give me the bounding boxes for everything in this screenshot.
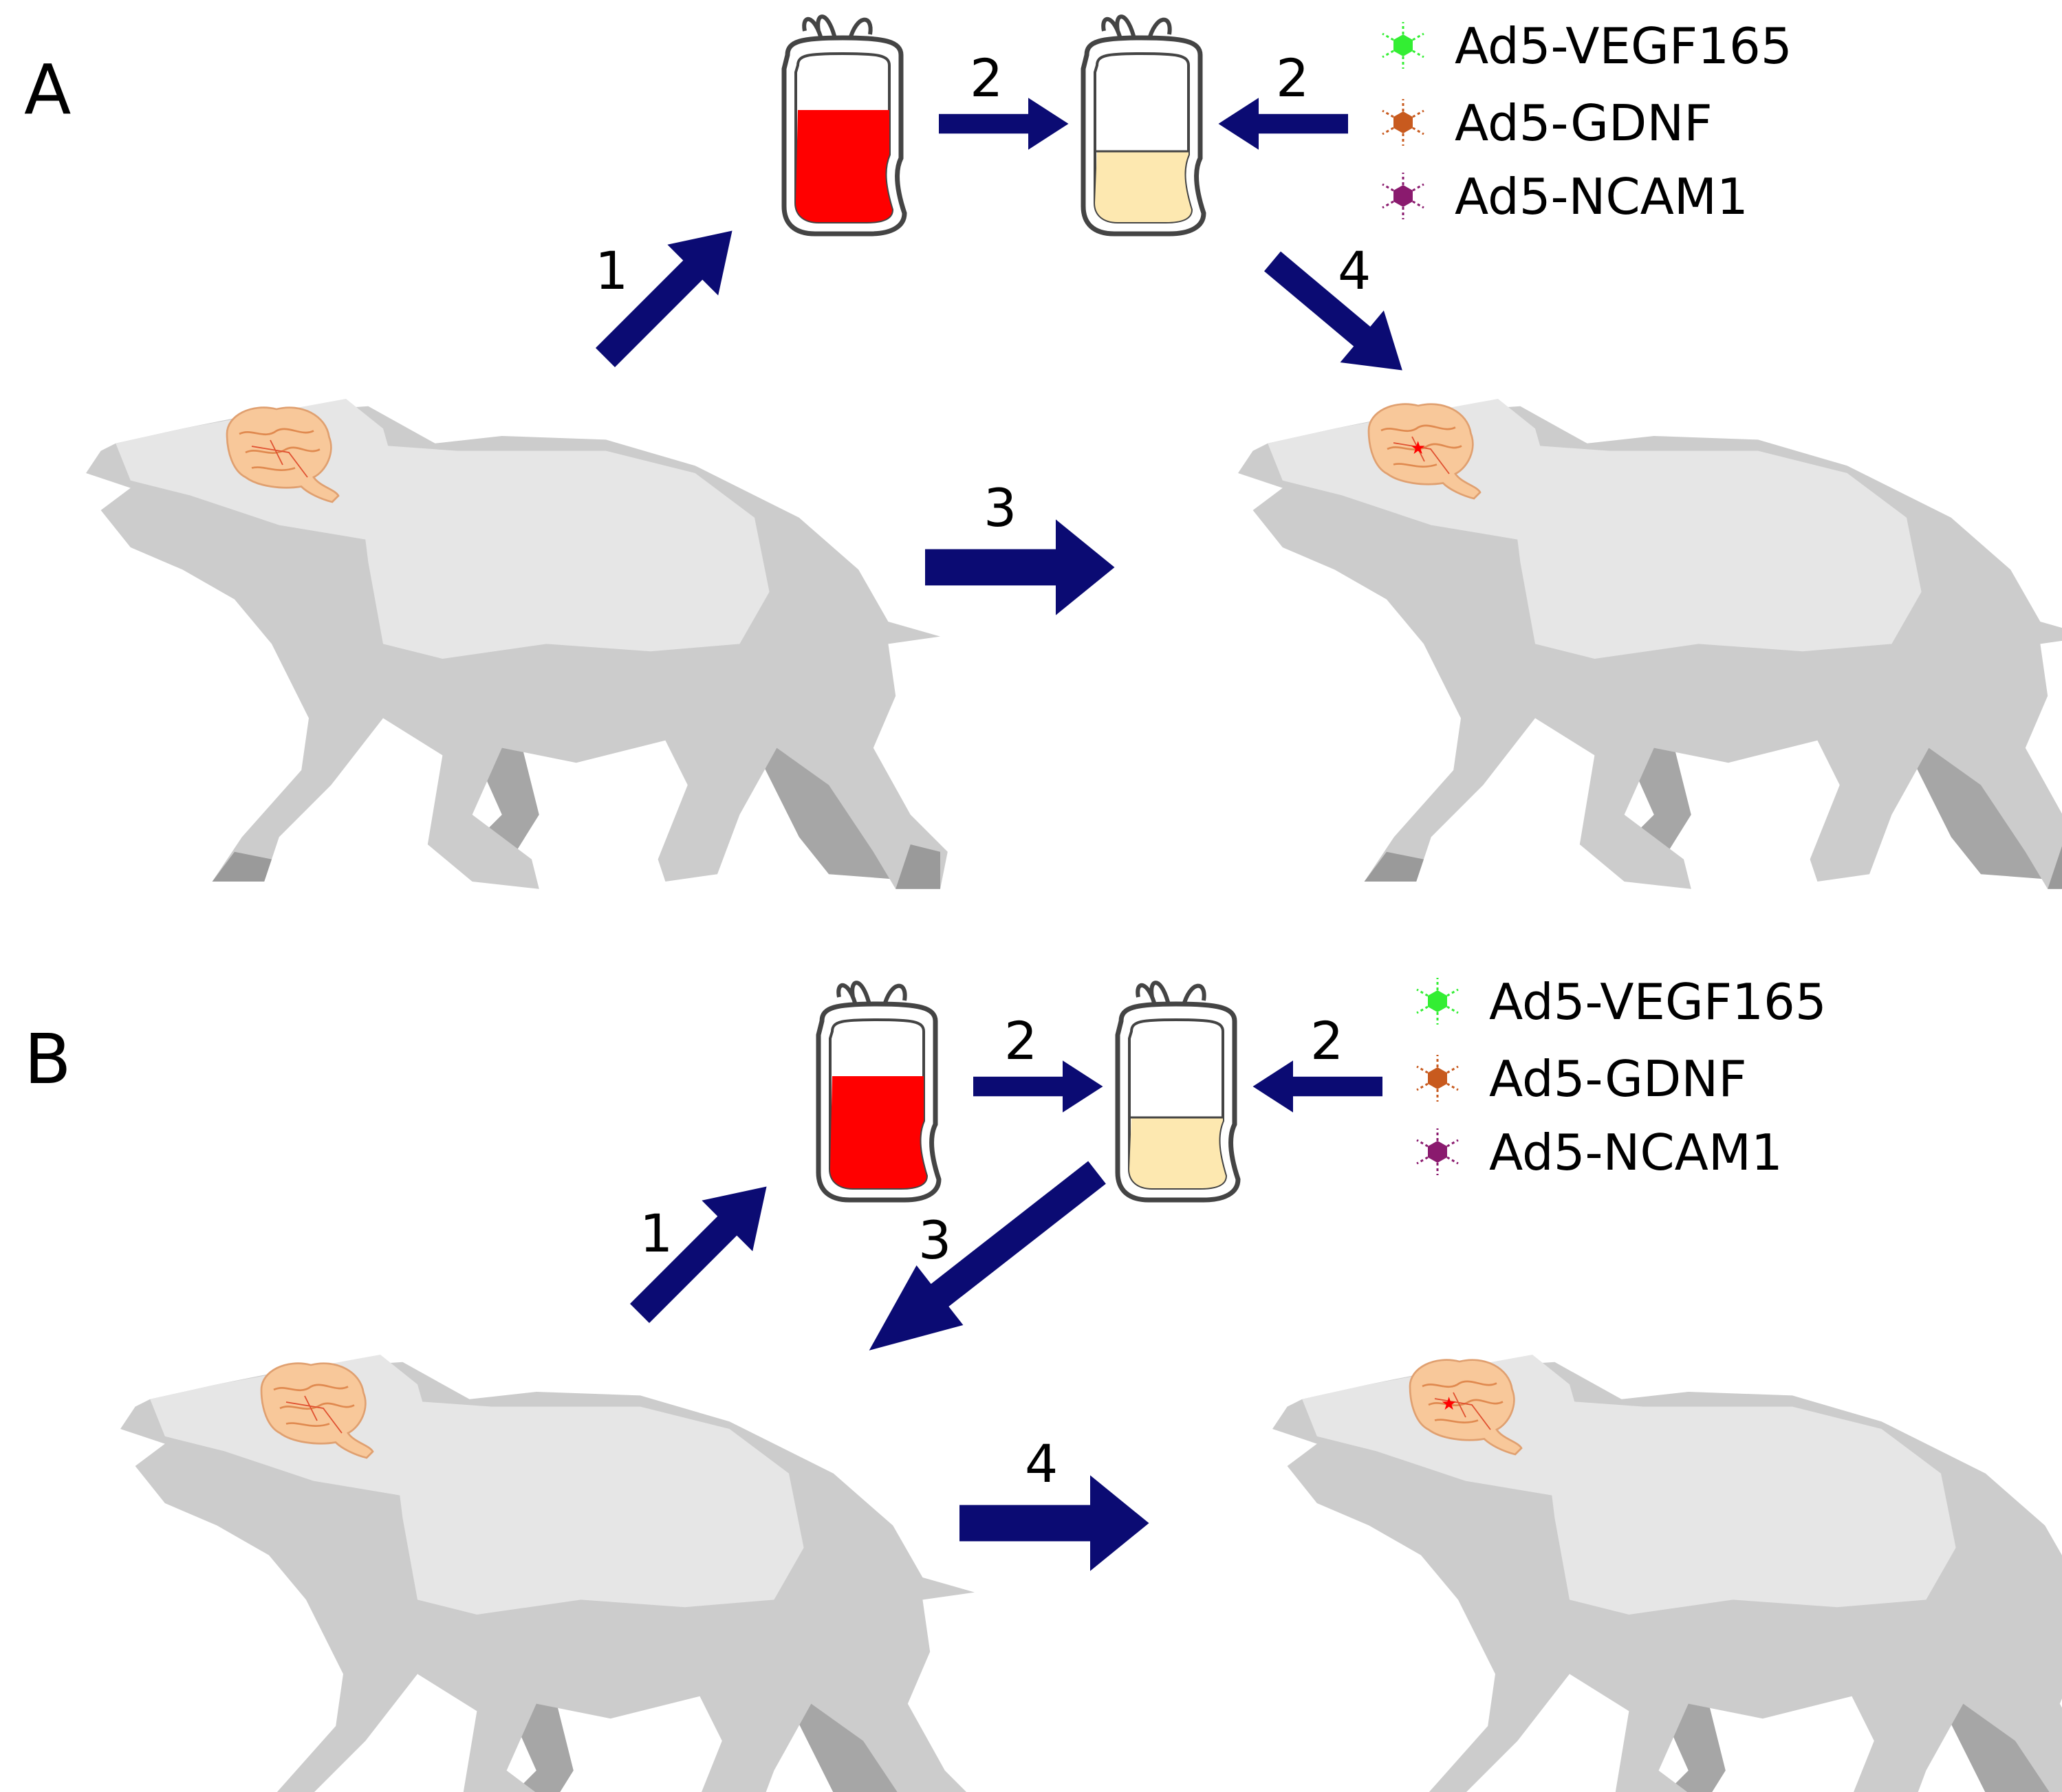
blood-bag-icon bbox=[818, 983, 939, 1200]
panel-b-step-4: 4 bbox=[1025, 1433, 1058, 1494]
panel-a-donor-pig bbox=[86, 399, 948, 889]
panel-a-recipient-pig bbox=[1238, 399, 2062, 889]
legend-gdnf: Ad5-GDNF bbox=[1489, 1050, 1747, 1108]
panel-a-step-4: 4 bbox=[1338, 240, 1371, 301]
legend-ncam: Ad5-NCAM1 bbox=[1455, 168, 1748, 226]
panel-a-step-1: 1 bbox=[595, 240, 628, 301]
panel-a-arrow-2a bbox=[939, 98, 1069, 150]
legend-ncam: Ad5-NCAM1 bbox=[1489, 1124, 1783, 1181]
plasma-bag-icon bbox=[1118, 983, 1238, 1200]
vegf-virus-icon bbox=[1382, 22, 1424, 69]
panel-a-legend: Ad5-VEGF165 Ad5-GDNF Ad5-NCAM1 bbox=[1382, 17, 1792, 226]
star-marker-icon: ★ bbox=[1410, 438, 1426, 459]
panel-b: B ★ bbox=[24, 973, 2062, 1792]
star-marker-icon: ★ bbox=[1441, 1394, 1457, 1414]
panel-a-label: A bbox=[24, 50, 71, 130]
ncam-virus-icon bbox=[1382, 173, 1424, 219]
panel-b-label: B bbox=[24, 1019, 72, 1100]
blood-bag-icon bbox=[784, 17, 904, 234]
gdnf-virus-icon bbox=[1382, 99, 1424, 146]
panel-a-step-3: 3 bbox=[984, 477, 1017, 538]
panel-a: A ★ bbox=[24, 17, 2062, 889]
vegf-virus-icon bbox=[1416, 978, 1459, 1025]
panel-a-step-2a: 2 bbox=[970, 47, 1003, 109]
panel-b-donor-pig bbox=[120, 1355, 982, 1792]
legend-gdnf: Ad5-GDNF bbox=[1455, 94, 1713, 152]
ncam-virus-icon bbox=[1416, 1128, 1459, 1175]
panel-b-step-3: 3 bbox=[918, 1210, 951, 1271]
legend-vegf: Ad5-VEGF165 bbox=[1489, 973, 1827, 1031]
legend-vegf: Ad5-VEGF165 bbox=[1455, 17, 1792, 75]
panel-a-step-2b: 2 bbox=[1276, 47, 1309, 109]
panel-b-step-2b: 2 bbox=[1310, 1010, 1343, 1071]
plasma-bag-icon bbox=[1083, 17, 1204, 234]
panel-b-step-1: 1 bbox=[640, 1203, 673, 1264]
panel-b-recipient-pig bbox=[1272, 1355, 2062, 1792]
panel-b-legend: Ad5-VEGF165 Ad5-GDNF Ad5-NCAM1 bbox=[1416, 973, 1827, 1181]
gdnf-virus-icon bbox=[1416, 1055, 1459, 1102]
panel-b-arrow-2a bbox=[973, 1060, 1103, 1113]
panel-a-arrow-3 bbox=[925, 519, 1115, 615]
panel-b-step-2a: 2 bbox=[1004, 1010, 1037, 1071]
